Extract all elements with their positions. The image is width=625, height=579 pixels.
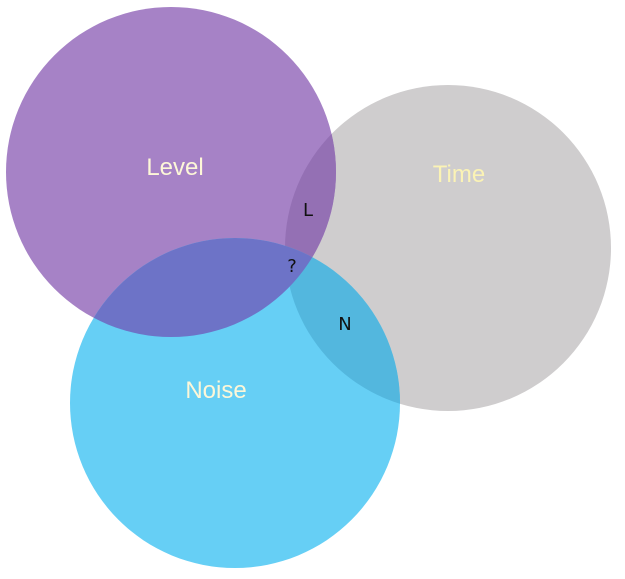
all-sets-label: ? bbox=[287, 256, 297, 277]
noise-time-label: N bbox=[338, 314, 351, 335]
level-label: Level bbox=[146, 154, 203, 181]
level-time-label: L bbox=[303, 200, 313, 221]
noise-time-overlap bbox=[285, 238, 400, 411]
noise-label: Noise bbox=[185, 377, 246, 404]
time-label: Time bbox=[433, 161, 485, 188]
